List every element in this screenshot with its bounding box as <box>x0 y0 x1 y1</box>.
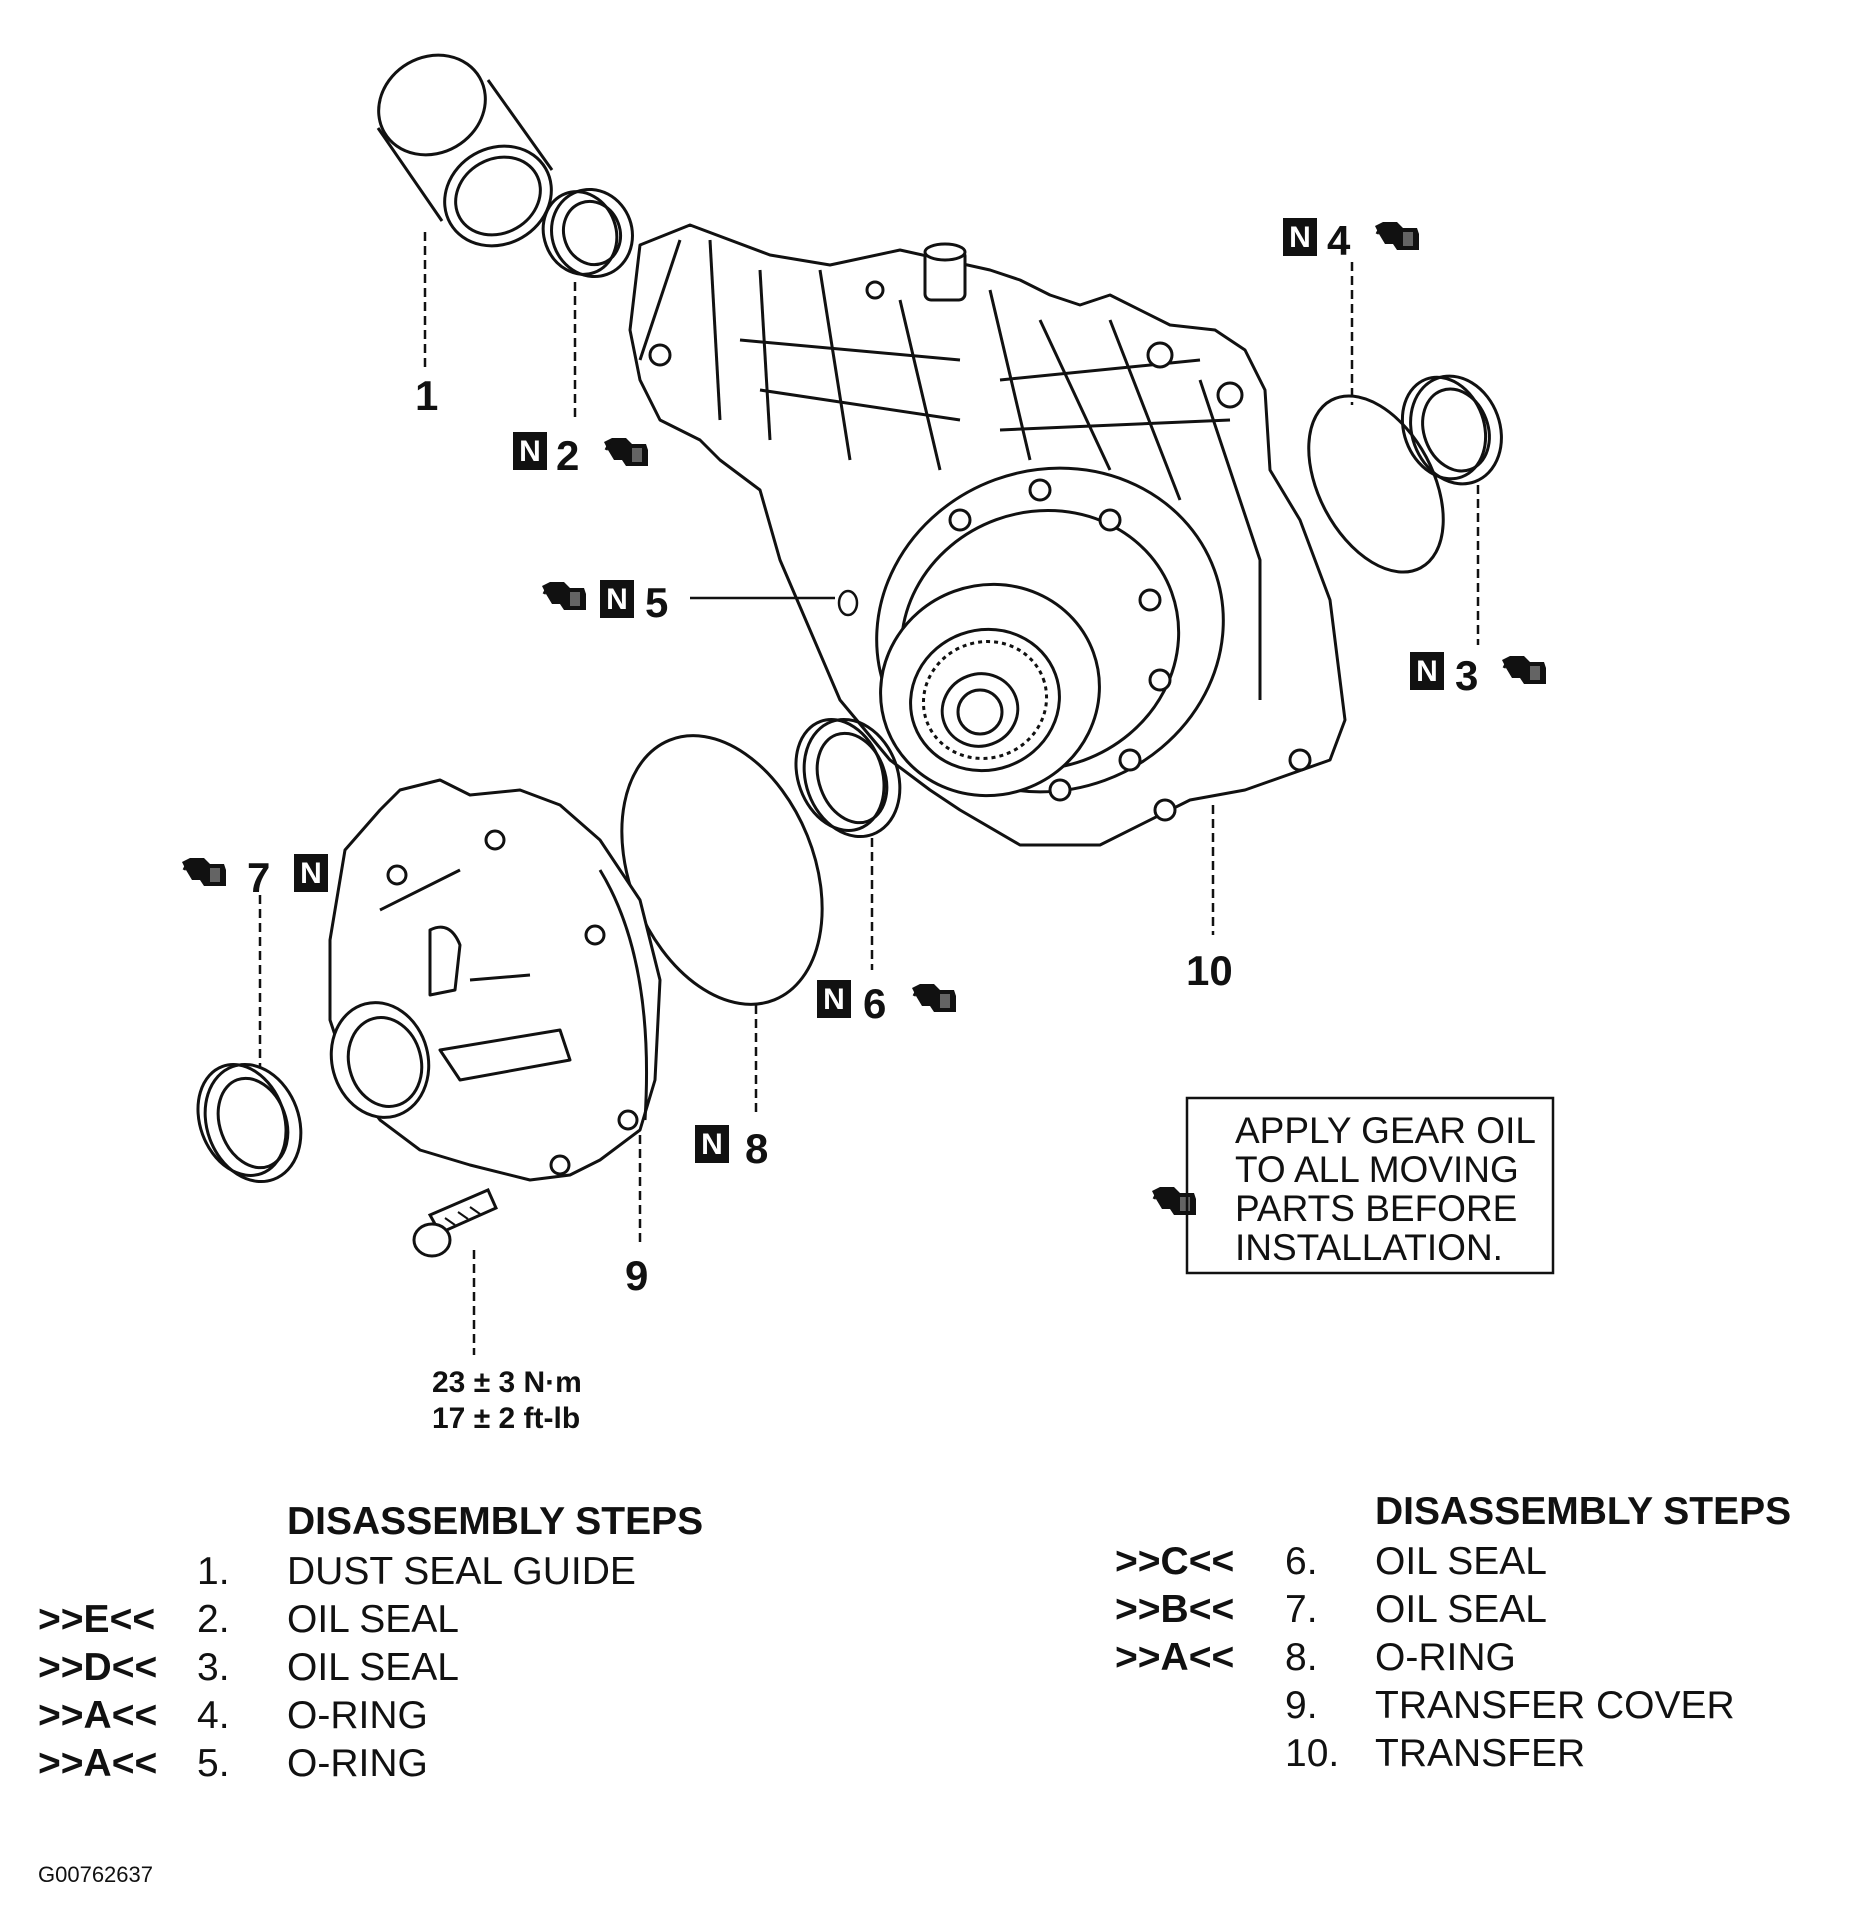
step-ref: >>A<< <box>38 1742 158 1785</box>
step-ref: >>C<< <box>1115 1540 1235 1583</box>
callout-5: 5 <box>645 579 668 626</box>
step-number: 1. <box>197 1550 230 1593</box>
oil-seal-3-part <box>1400 374 1503 486</box>
note-line-2: TO ALL MOVING <box>1235 1149 1519 1190</box>
note-line-4: INSTALLATION. <box>1235 1227 1503 1268</box>
callout-9: 9 <box>625 1252 648 1299</box>
callout-group-3: N 3 <box>1410 652 1548 699</box>
step-label: OIL SEAL <box>287 1646 459 1689</box>
step-label: DUST SEAL GUIDE <box>287 1550 636 1593</box>
svg-text:N: N <box>701 1128 723 1161</box>
step-number: 6. <box>1285 1540 1318 1583</box>
figure-id: G00762637 <box>38 1862 153 1887</box>
disassembly-steps-left: DISASSEMBLY STEPS 1. DUST SEAL GUIDE >>E… <box>0 1490 760 1800</box>
oil-can-icon <box>1373 220 1421 252</box>
callout-group-6: N 6 <box>817 980 958 1027</box>
dust-seal-guide-part <box>376 53 554 248</box>
oil-can-icon <box>180 856 228 888</box>
step-number: 9. <box>1285 1684 1318 1727</box>
oil-can-icon <box>1500 654 1548 686</box>
gear-oil-note: APPLY GEAR OIL TO ALL MOVING PARTS BEFOR… <box>1150 1096 1555 1275</box>
oil-seal-6-part <box>794 717 902 839</box>
steps-heading: DISASSEMBLY STEPS <box>1375 1490 1792 1533</box>
svg-text:N: N <box>519 435 541 468</box>
note-line-3: PARTS BEFORE <box>1235 1188 1517 1229</box>
callout-3: 3 <box>1455 652 1478 699</box>
transfer-cover-part <box>328 778 662 1182</box>
new-part-n-icon: N <box>1410 652 1444 690</box>
svg-text:N: N <box>823 983 845 1016</box>
svg-text:N: N <box>1416 655 1438 688</box>
o-ring-5-part <box>837 589 859 617</box>
step-number: 8. <box>1285 1636 1318 1679</box>
step-label: TRANSFER <box>1375 1732 1586 1775</box>
callout-7: 7 <box>247 854 270 901</box>
note-line-1: APPLY GEAR OIL <box>1235 1110 1536 1151</box>
step-label: OIL SEAL <box>1375 1540 1547 1583</box>
steps-heading: DISASSEMBLY STEPS <box>287 1500 704 1543</box>
step-number: 4. <box>197 1694 230 1737</box>
step-number: 2. <box>197 1598 230 1641</box>
oil-can-icon <box>1150 1185 1198 1217</box>
callout-10: 10 <box>1186 947 1233 994</box>
new-part-n-icon: N <box>1283 218 1317 256</box>
callout-2: 2 <box>556 432 579 479</box>
callout-group-5: N 5 <box>540 579 668 626</box>
svg-text:N: N <box>1289 221 1311 254</box>
new-part-n-icon: N <box>817 980 851 1018</box>
step-number: 5. <box>197 1742 230 1785</box>
step-label: O-RING <box>287 1694 428 1737</box>
step-ref: >>D<< <box>38 1646 158 1689</box>
step-number: 7. <box>1285 1588 1318 1631</box>
new-part-n-icon: N <box>600 580 634 618</box>
step-ref: >>A<< <box>38 1694 158 1737</box>
step-number: 3. <box>197 1646 230 1689</box>
oil-seal-2-part <box>541 187 634 279</box>
cover-bolt-part <box>412 1188 498 1258</box>
step-ref: >>E<< <box>38 1598 156 1641</box>
oil-can-icon <box>540 580 588 612</box>
step-ref: >>B<< <box>1115 1588 1235 1631</box>
callout-8: 8 <box>745 1125 768 1172</box>
oil-can-icon <box>602 436 650 468</box>
callout-group-4: N 4 <box>1283 217 1421 264</box>
step-number: 10. <box>1285 1732 1340 1775</box>
callout-4: 4 <box>1327 217 1351 264</box>
new-part-n-icon: N <box>513 432 547 470</box>
torque-metric: 23 ± 3 N·m <box>432 1366 582 1399</box>
step-label: O-RING <box>287 1742 428 1785</box>
step-label: TRANSFER COVER <box>1375 1684 1735 1727</box>
transfer-housing-part <box>628 223 1347 847</box>
callout-group-8: N 8 <box>695 1125 768 1172</box>
new-part-n-icon: N <box>294 854 328 892</box>
step-label: OIL SEAL <box>287 1598 459 1641</box>
disassembly-steps-right: DISASSEMBLY STEPS >>C<< 6. OIL SEAL >>B<… <box>1100 1480 1840 1790</box>
step-label: OIL SEAL <box>1375 1588 1547 1631</box>
oil-can-icon <box>910 982 958 1014</box>
callout-6: 6 <box>863 980 886 1027</box>
callout-group-2: N 2 <box>513 432 650 479</box>
o-ring-4-part <box>1307 394 1445 574</box>
step-ref: >>A<< <box>1115 1636 1235 1679</box>
callout-1: 1 <box>415 372 438 419</box>
svg-text:N: N <box>606 583 628 616</box>
step-label: O-RING <box>1375 1636 1516 1679</box>
svg-text:N: N <box>300 857 322 890</box>
oil-seal-7-part <box>196 1062 303 1184</box>
new-part-n-icon: N <box>695 1125 729 1163</box>
torque-imperial: 17 ± 2 ft-lb <box>432 1402 580 1435</box>
callout-group-7: 7 N <box>180 854 328 901</box>
